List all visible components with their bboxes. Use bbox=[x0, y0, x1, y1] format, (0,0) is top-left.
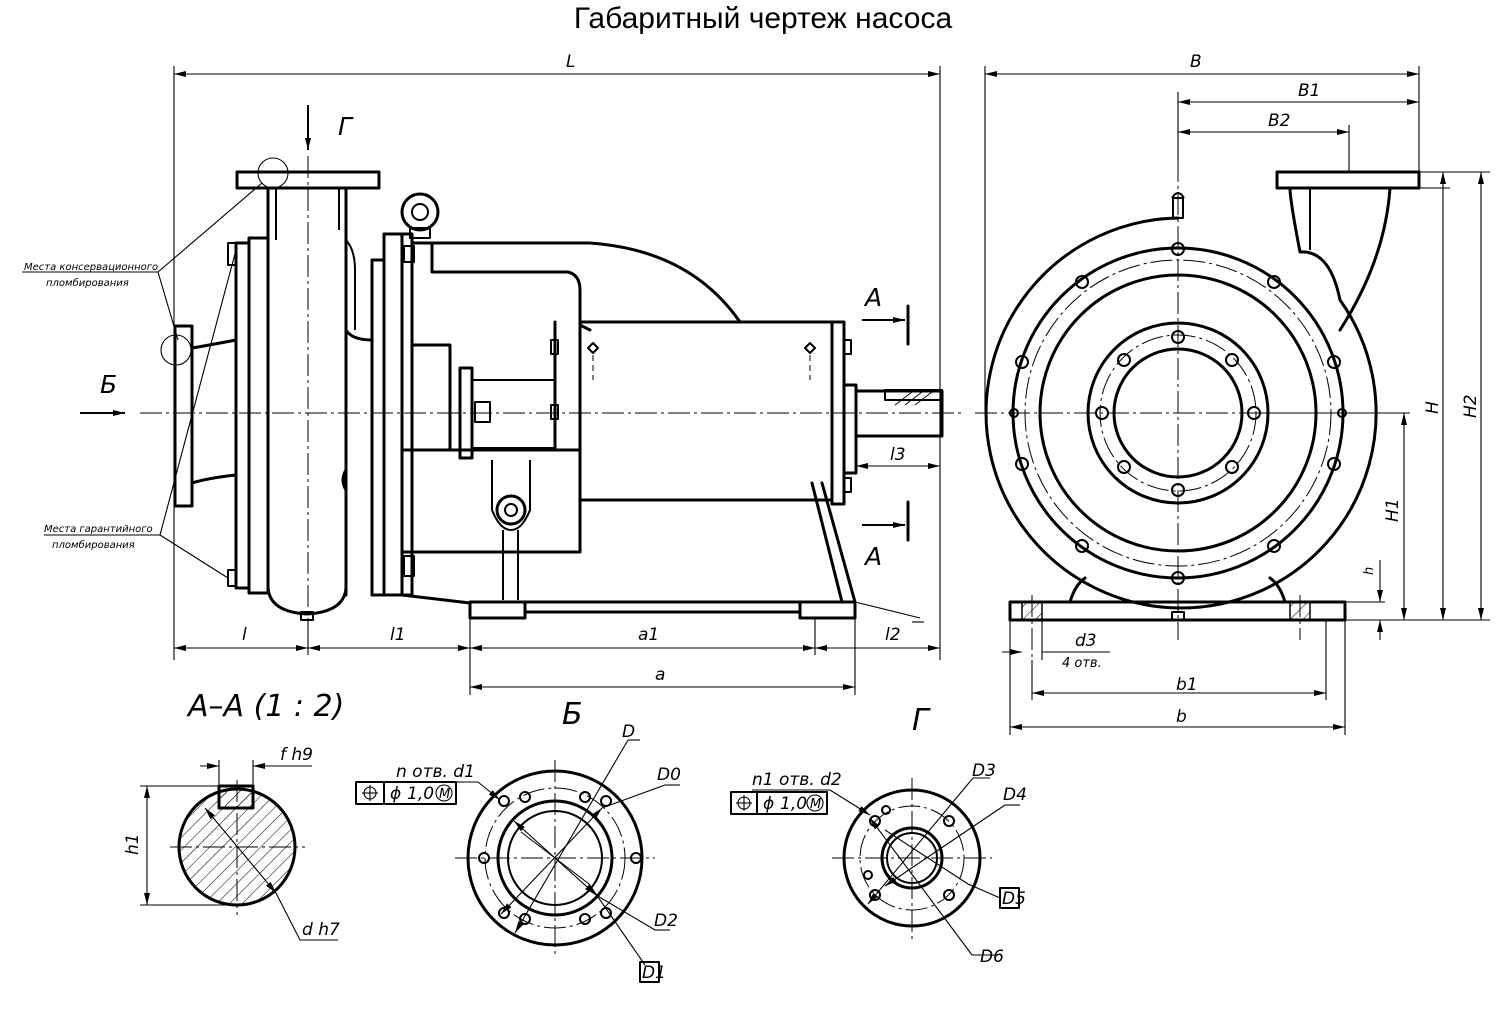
dim-label-H2: H2 bbox=[1461, 394, 1481, 418]
section-marker-top: А bbox=[862, 283, 908, 344]
view-b-flange: Б D D0 D2 D1 bbox=[356, 697, 681, 983]
dim-label-D: D bbox=[622, 722, 635, 742]
dimension-B-group: B B1 B2 bbox=[985, 52, 1419, 410]
svg-text:1,0: 1,0 bbox=[780, 794, 807, 814]
dim-label-D6: D6 bbox=[980, 947, 1004, 967]
note-conservation-line1: Места консервационного bbox=[24, 262, 158, 273]
svg-text:ϕ: ϕ bbox=[763, 794, 774, 814]
dim-label-D2: D2 bbox=[654, 911, 678, 931]
dim-label-B: B bbox=[1190, 52, 1202, 72]
note-warranty-line1: Места гарантийного bbox=[44, 524, 153, 535]
tolerance-frame-outlet: ϕ 1,0 M n1 отв. d2 bbox=[731, 770, 870, 815]
outer-bolt-circle bbox=[1010, 243, 1346, 584]
svg-text:ϕ: ϕ bbox=[390, 784, 401, 804]
dim-label-D4: D4 bbox=[1003, 785, 1027, 805]
dim-label-l2: l2 bbox=[885, 625, 901, 645]
side-view: L bbox=[22, 52, 962, 695]
dim-label-f-h9: f h9 bbox=[280, 745, 313, 765]
dim-label-d3: d3 bbox=[1075, 631, 1097, 651]
view-b-title: Б bbox=[562, 697, 583, 732]
front-view: B B1 B2 H2 H H1 h bbox=[975, 52, 1490, 735]
discharge-flange bbox=[237, 158, 379, 620]
dim-label-b: b bbox=[1176, 707, 1187, 727]
dim-label-D3: D3 bbox=[972, 761, 996, 781]
dim-label-a1: a1 bbox=[638, 625, 659, 645]
note-conservation-line2: пломбирования bbox=[46, 277, 129, 289]
section-marker-label-top: А bbox=[863, 283, 882, 312]
dimension-b-group: b1 b d3 4 отв. bbox=[1002, 620, 1345, 735]
bearing-bracket bbox=[402, 243, 851, 600]
section-a-a-title: А–А (1 : 2) bbox=[186, 689, 344, 724]
flow-arrow-outlet: Г bbox=[305, 105, 354, 150]
section-marker-label-bottom: А bbox=[863, 542, 882, 571]
volute-casing bbox=[228, 234, 470, 603]
dim-label-d-h7: d h7 bbox=[302, 920, 340, 940]
view-g-flange: Г D3 D4 D5 D6 ϕ 1,0 bbox=[731, 703, 1027, 967]
volute-front bbox=[986, 172, 1419, 608]
dimension-chain-bottom: l l1 a1 l2 a bbox=[174, 618, 940, 695]
dim-label-l1: l1 bbox=[390, 625, 406, 645]
dim-label-l3: l3 bbox=[890, 445, 906, 465]
dim-label-H: H bbox=[1423, 401, 1443, 414]
note-warranty-line2: пломбирования bbox=[52, 539, 135, 551]
callout-inlet-holes: n отв. d1 bbox=[396, 762, 475, 782]
dim-label-D1: D1 bbox=[642, 963, 666, 983]
dim-label-b1: b1 bbox=[1176, 675, 1198, 695]
dim-label-D5: D5 bbox=[1002, 889, 1026, 909]
section-a-a: А–А (1 : 2) f h9 h1 d h7 bbox=[123, 689, 344, 940]
svg-text:1,0: 1,0 bbox=[407, 784, 434, 804]
page-title: Габаритный чертеж насоса bbox=[574, 2, 953, 35]
dim-label-B1: B1 bbox=[1298, 81, 1320, 101]
suction-flange bbox=[161, 326, 236, 506]
dim-label-l: l bbox=[242, 625, 247, 645]
dim-label-L: L bbox=[566, 52, 575, 72]
flow-label-outlet: Г bbox=[338, 112, 354, 141]
dimension-L: L bbox=[174, 52, 940, 660]
callout-outlet-holes: n1 отв. d2 bbox=[752, 770, 842, 790]
dim-label-holes-4: 4 отв. bbox=[1062, 656, 1102, 671]
dim-label-B2: B2 bbox=[1268, 111, 1290, 131]
svg-text:M: M bbox=[439, 787, 450, 802]
inner-bolt-circle bbox=[1096, 331, 1260, 496]
shaft-end bbox=[844, 385, 942, 473]
dim-label-D0: D0 bbox=[657, 765, 681, 785]
dim-label-h: h bbox=[1362, 567, 1377, 575]
dim-label-a: a bbox=[655, 665, 665, 685]
base-frame bbox=[470, 483, 924, 622]
view-g-title: Г bbox=[912, 703, 931, 738]
front-base bbox=[1010, 578, 1345, 660]
dimension-H-group: H2 H H1 h bbox=[1260, 172, 1490, 640]
flow-arrow-inlet: Б bbox=[80, 370, 125, 416]
dim-label-H1: H1 bbox=[1383, 498, 1403, 522]
section-marker-bottom: А bbox=[862, 502, 908, 571]
flow-label-inlet: Б bbox=[100, 370, 117, 399]
seal-notes: Места консервационного пломбирования Мес… bbox=[22, 183, 262, 578]
lifting-eye bbox=[402, 194, 438, 238]
tolerance-frame-inlet: ϕ 1,0 M n отв. d1 bbox=[356, 762, 500, 804]
svg-text:M: M bbox=[810, 797, 821, 812]
dimension-l3: l3 bbox=[856, 445, 940, 469]
dim-label-h1: h1 bbox=[123, 833, 143, 855]
